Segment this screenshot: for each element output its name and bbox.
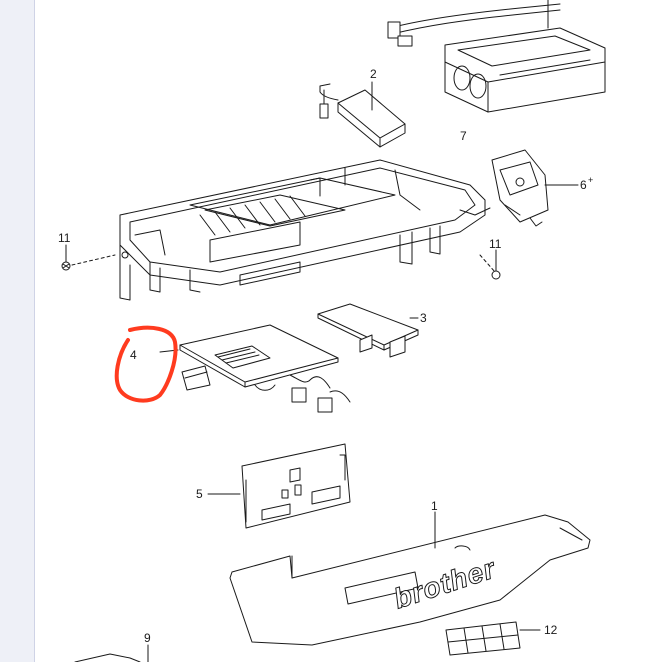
part-9-partial	[74, 644, 149, 662]
callout-11-left: 11	[58, 231, 71, 245]
highlight-circle	[114, 325, 178, 403]
part-12-label	[445, 621, 541, 656]
part-4-pcb	[159, 324, 351, 413]
callout-9: 9	[144, 631, 151, 645]
callout-11-right: 11	[489, 237, 502, 251]
callout-1: 1	[431, 499, 438, 513]
part-2-module	[319, 81, 406, 148]
callout-5: 5	[196, 487, 203, 501]
part-6-switch	[491, 149, 579, 227]
part-7-case	[387, 0, 606, 113]
main-chassis-frame	[71, 159, 496, 301]
callout-2: 2	[370, 67, 377, 81]
callout-7: 7	[460, 129, 467, 143]
callout-12: 12	[544, 623, 558, 637]
viewer-margin	[0, 0, 35, 662]
callout-4: 4	[130, 348, 137, 362]
part-1-cover	[229, 511, 591, 646]
part-11-screws	[61, 244, 501, 280]
part-3-board	[317, 303, 419, 358]
callout-3: 3	[420, 311, 427, 325]
callout-6: 6	[580, 178, 587, 192]
part-5-board	[207, 443, 351, 529]
callout-6-mark: +	[588, 175, 594, 185]
